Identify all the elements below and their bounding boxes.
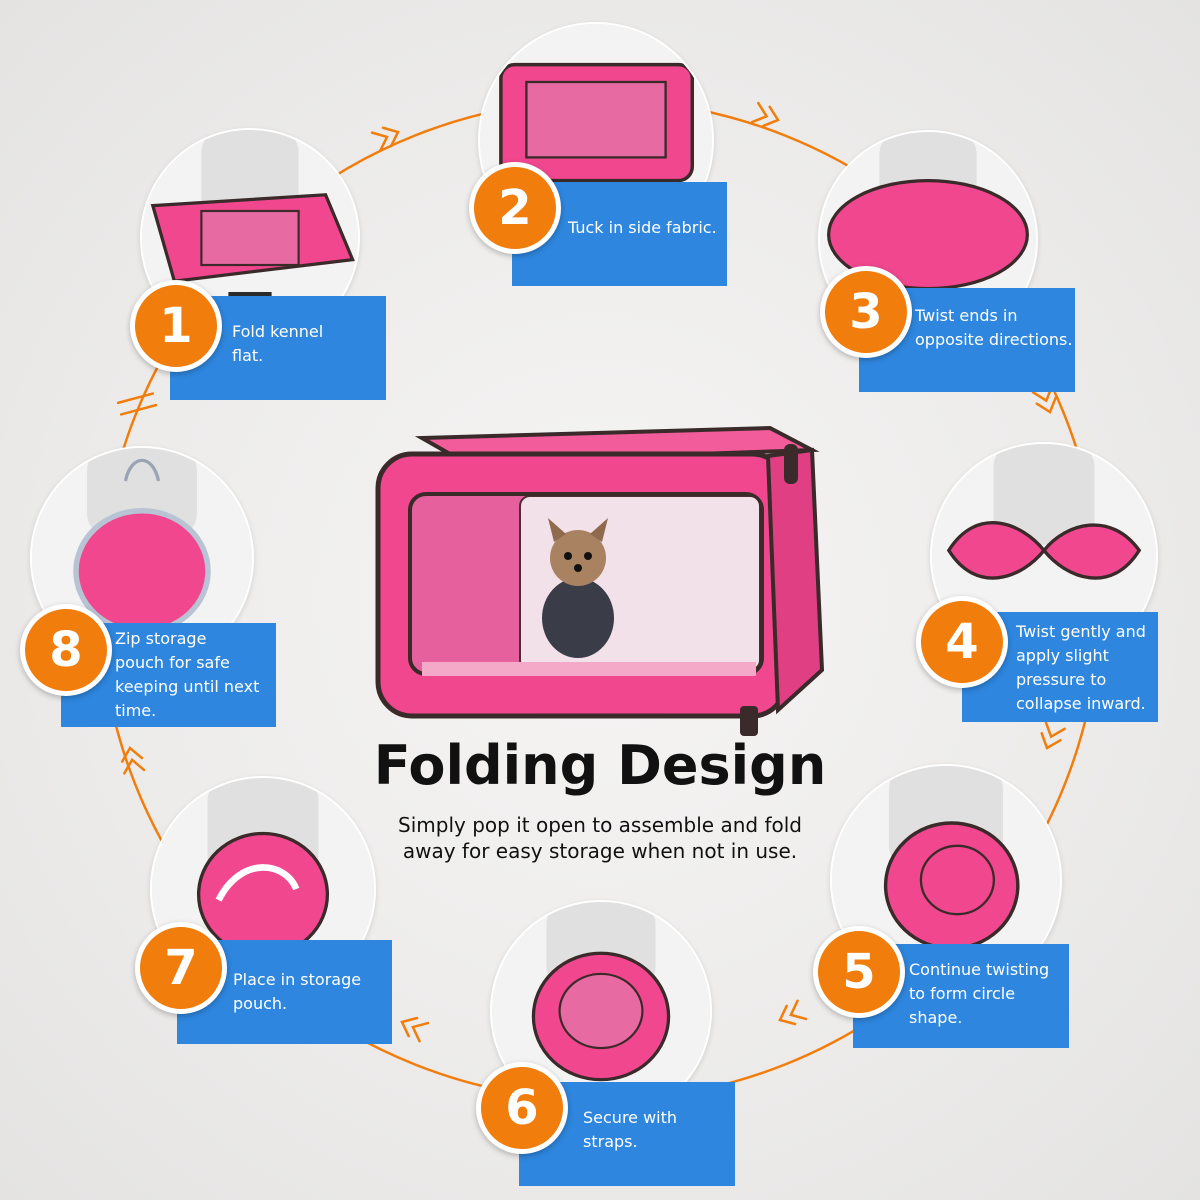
step-6-number: 6 (505, 1080, 539, 1136)
step-8-badge: 8 (20, 604, 112, 696)
cycle-arrow-7-8 (120, 746, 146, 775)
step-3-badge: 3 (820, 266, 912, 358)
step-7-badge: 7 (135, 922, 227, 1014)
cycle-arrow-5-6 (778, 999, 808, 1026)
cycle-arrow-1-2 (370, 126, 400, 153)
step-4-badge: 4 (916, 596, 1008, 688)
step-2-badge: 2 (469, 162, 561, 254)
pink-kennel-illustration (375, 425, 825, 736)
subtitle: Simply pop it open to assemble and fold … (398, 813, 802, 863)
step-2-text: Tuck in side fabric. (568, 218, 717, 237)
step-1-number: 1 (159, 298, 193, 354)
step-6-photo (490, 900, 712, 1122)
step-5-badge: 5 (813, 926, 905, 1018)
step-1-badge: 1 (130, 280, 222, 372)
step-8-label: Zip storage pouch for safe keeping until… (61, 623, 276, 727)
cycle-arrow-2-3 (750, 101, 780, 128)
step-1-text: Fold kennel flat. (232, 322, 324, 365)
step-3-text: Twist ends in opposite directions. (915, 306, 1073, 349)
step-6-badge: 6 (476, 1062, 568, 1154)
step-5-number: 5 (842, 944, 876, 1000)
step-2-number: 2 (498, 180, 532, 236)
cycle-arrow-6-7 (400, 1016, 430, 1043)
step-7-number: 7 (164, 940, 198, 996)
step-8-number: 8 (49, 622, 83, 678)
step-4-text: Twist gently and apply slight pressure t… (1016, 622, 1146, 713)
dog-icon (542, 518, 614, 658)
step-6-text: Secure with straps. (583, 1108, 678, 1151)
cycle-arrow-4-5 (1040, 720, 1066, 750)
step-5-text: Continue twisting to form circle shape. (909, 960, 1050, 1027)
step-7-text: Place in storage pouch. (233, 970, 362, 1013)
cycle-break-mark (116, 392, 158, 416)
step-3-number: 3 (849, 284, 883, 340)
headline: Folding Design (373, 734, 827, 797)
step-8-text: Zip storage pouch for safe keeping until… (115, 629, 260, 720)
step-4-number: 4 (945, 614, 979, 670)
